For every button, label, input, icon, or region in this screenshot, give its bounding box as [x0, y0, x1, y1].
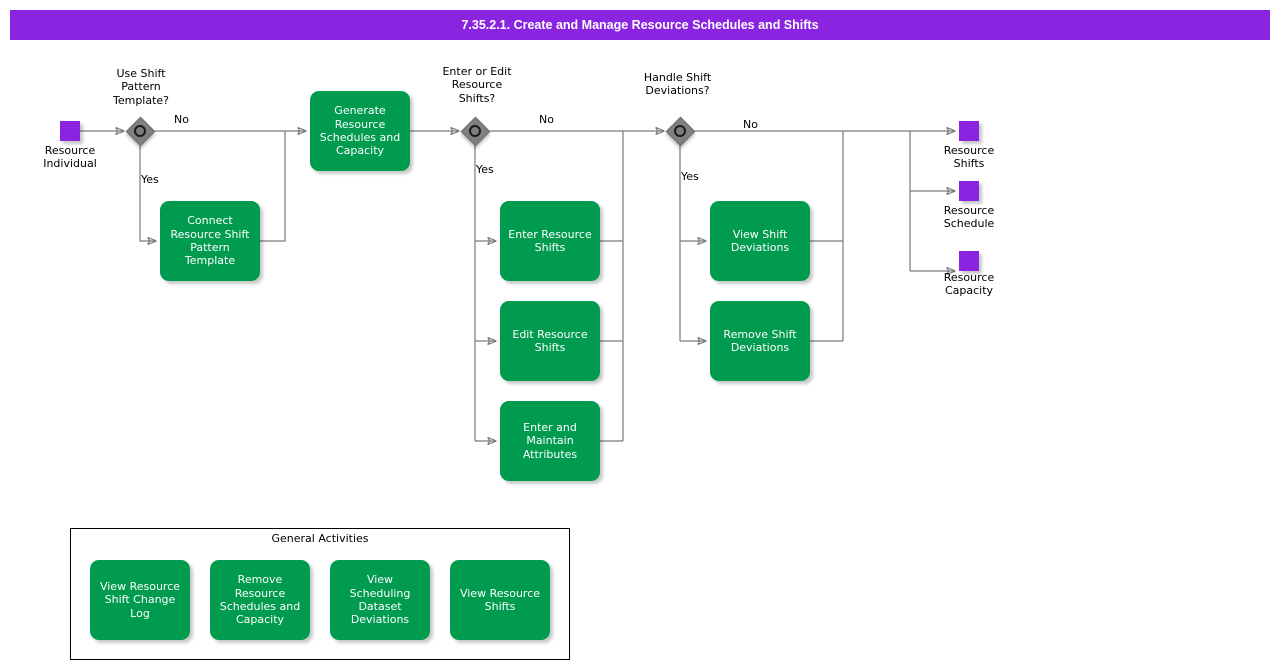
task-connect-resource-shift-pattern-template[interactable]: Connect Resource Shift Pattern Template [160, 201, 260, 281]
gateway-title-use-shift-pattern-template: Use Shift Pattern Template? [112, 67, 170, 107]
general-activity-view-resource-shift-change-log[interactable]: View Resource Shift Change Log [90, 560, 190, 640]
general-activity-remove-resource-schedules-and-capacity[interactable]: Remove Resource Schedules and Capacity [210, 560, 310, 640]
task-label: Connect Resource Shift Pattern Template [170, 214, 250, 268]
page-title: 7.35.2.1. Create and Manage Resource Sch… [10, 10, 1270, 40]
edge-label-gw1-no: No [174, 113, 189, 126]
task-view-shift-deviations[interactable]: View Shift Deviations [710, 201, 810, 281]
task-generate-resource-schedules-and-capacity[interactable]: Generate Resource Schedules and Capacity [310, 91, 410, 171]
gateway-title-handle-shift-deviations: Handle Shift Deviations? [643, 71, 712, 98]
gateway-inclusive-circle-icon [674, 125, 686, 137]
task-label: Remove Resource Schedules and Capacity [219, 573, 301, 627]
task-label: Enter Resource Shifts [508, 227, 592, 254]
edge-label-gw3-no: No [743, 118, 758, 131]
general-activities-title: General Activities [271, 532, 369, 545]
output-label-resource-capacity: Resource Capacity [943, 271, 995, 298]
task-label: Remove Shift Deviations [723, 327, 797, 354]
task-label: View Scheduling Dataset Deviations [349, 573, 411, 627]
general-activity-view-resource-shifts[interactable]: View Resource Shifts [450, 560, 550, 640]
start-node-label: Resource Individual [43, 144, 97, 171]
task-label: View Resource Shifts [459, 586, 541, 613]
task-enter-and-maintain-attributes[interactable]: Enter and Maintain Attributes [500, 401, 600, 481]
task-label: Enter and Maintain Attributes [522, 420, 578, 461]
edge-label-gw2-no: No [539, 113, 554, 126]
task-edit-resource-shifts[interactable]: Edit Resource Shifts [500, 301, 600, 381]
gateway-inclusive-circle-icon [469, 125, 481, 137]
gateway-inclusive-circle-icon [134, 125, 146, 137]
start-node-resource-individual[interactable] [60, 121, 80, 141]
task-label: View Shift Deviations [730, 227, 790, 254]
output-node-resource-capacity[interactable] [959, 251, 979, 271]
task-enter-resource-shifts[interactable]: Enter Resource Shifts [500, 201, 600, 281]
task-label: Generate Resource Schedules and Capacity [319, 104, 401, 158]
gateway-title-enter-or-edit-resource-shifts: Enter or Edit Resource Shifts? [442, 65, 512, 105]
output-node-resource-schedule[interactable] [959, 181, 979, 201]
edge-label-gw3-yes: Yes [681, 170, 699, 183]
task-label: View Resource Shift Change Log [99, 579, 181, 620]
task-remove-shift-deviations[interactable]: Remove Shift Deviations [710, 301, 810, 381]
gateway-enter-or-edit-resource-shifts[interactable] [460, 116, 490, 146]
task-label: Edit Resource Shifts [512, 327, 588, 354]
gateway-use-shift-pattern-template[interactable] [125, 116, 155, 146]
edge-label-gw2-yes: Yes [476, 163, 494, 176]
gateway-handle-shift-deviations[interactable] [665, 116, 695, 146]
edge-label-gw1-yes: Yes [141, 173, 159, 186]
general-activity-view-scheduling-dataset-deviations[interactable]: View Scheduling Dataset Deviations [330, 560, 430, 640]
output-label-resource-schedule: Resource Schedule [943, 204, 995, 231]
output-label-resource-shifts: Resource Shifts [943, 144, 995, 171]
output-node-resource-shifts[interactable] [959, 121, 979, 141]
